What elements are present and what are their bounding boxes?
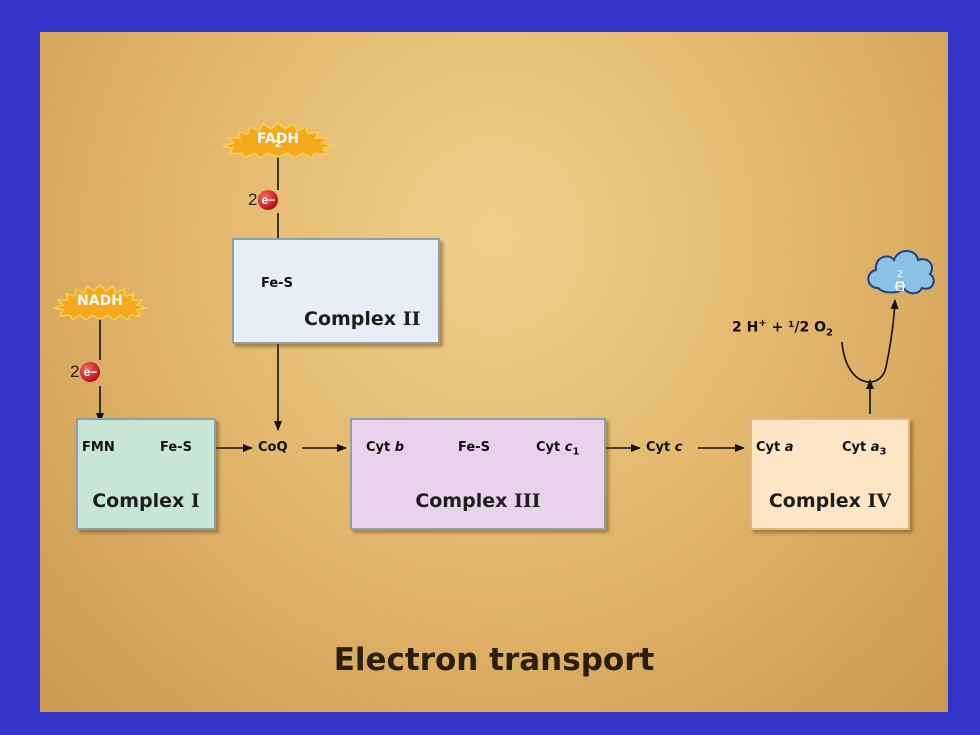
complex-ii-box: Complex II	[232, 238, 440, 344]
complex-iv-title: Complex IV	[752, 490, 908, 512]
complex-iii-name: Complex	[415, 490, 508, 512]
complex-ii-title: Complex II	[304, 308, 420, 330]
carrier-fes-complex-i: Fe-S	[160, 440, 192, 455]
electron-count: 2	[248, 190, 258, 209]
complex-i-title: Complex I	[78, 490, 214, 512]
complex-iii-box: Complex III	[350, 418, 606, 530]
burst-shape-icon	[51, 284, 149, 320]
cloud-icon	[867, 250, 935, 295]
complex-iv-numeral: IV	[867, 490, 892, 512]
slide: Complex I FMN Fe-S Complex II Fe-S Compl…	[40, 32, 948, 712]
complex-iii-title: Complex III	[352, 490, 604, 512]
arrow-layer	[96, 154, 899, 452]
complex-iii-numeral: III	[514, 490, 541, 512]
complex-iv-box: Complex IV	[750, 418, 910, 530]
electron-pair-nadh: 2 e−	[70, 362, 101, 382]
electron-count: 2	[70, 362, 80, 381]
complex-ii-numeral: II	[402, 308, 421, 330]
complex-i-numeral: I	[190, 490, 200, 512]
burst-shape-icon	[221, 122, 335, 158]
carrier-fes-complex-ii: Fe-S	[259, 276, 295, 291]
complex-iv-name: Complex	[768, 490, 861, 512]
electron-icon: e−	[258, 190, 279, 210]
electron-pair-fadh2: 2 e−	[248, 190, 279, 210]
arrow-reaction-to-water	[841, 299, 899, 383]
carrier-cyt-b: Cyt b	[366, 440, 405, 455]
complex-i-name: Complex	[92, 490, 185, 512]
oxygen-reaction: 2 H+ + ¹/2 O2	[732, 318, 833, 339]
nadh-label: NADH	[77, 293, 123, 309]
carrier-cyt-a: Cyt a	[756, 440, 794, 455]
carrier-cyt-c1: Cyt c1	[536, 440, 580, 458]
carrier-coq: CoQ	[258, 440, 288, 455]
carrier-fes-complex-iii: Fe-S	[458, 440, 490, 455]
carrier-cyt-c: Cyt c	[646, 440, 683, 455]
carrier-fmn: FMN	[82, 440, 115, 455]
complex-ii-name: Complex	[304, 308, 397, 330]
nadh-burst: NADH	[50, 284, 150, 320]
complex-i-box: Complex I	[76, 418, 216, 530]
electron-icon: e−	[80, 362, 101, 382]
carrier-cyt-a3: Cyt a3	[842, 440, 887, 458]
page-title: Electron transport	[333, 642, 655, 678]
